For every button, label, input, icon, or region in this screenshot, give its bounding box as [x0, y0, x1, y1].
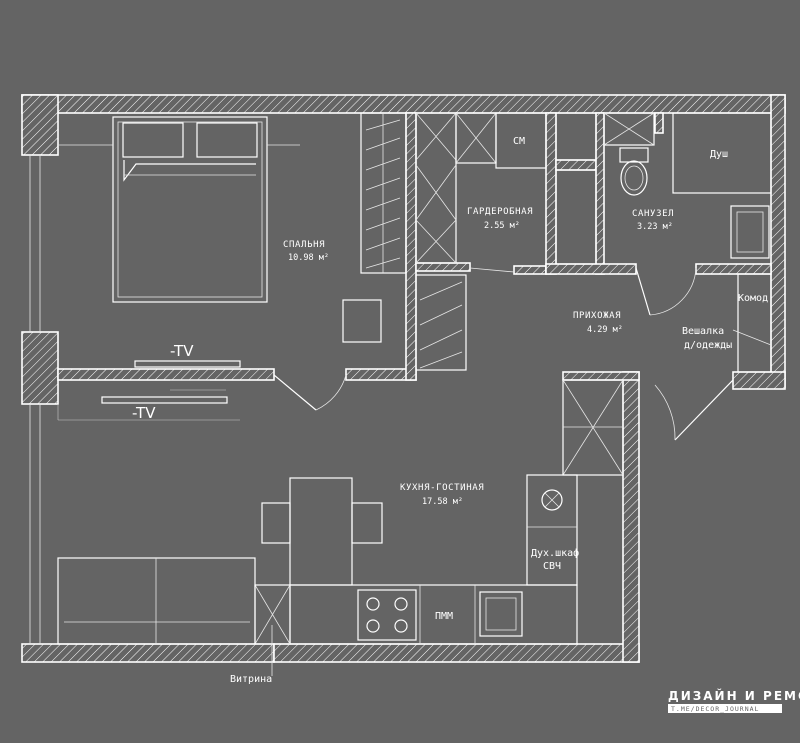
hallway — [654, 273, 772, 441]
brand-name: ДИЗАЙН И РЕМОНТ — [668, 688, 800, 703]
hallway-area: 4.29 м² — [587, 325, 623, 335]
outer-walls — [21, 94, 786, 663]
tv-bedroom-label: -TV — [170, 342, 194, 360]
bedroom — [58, 112, 407, 411]
bathroom — [555, 112, 772, 316]
wardrobe-room — [415, 112, 547, 371]
room-labels: СПАЛЬНЯ 10.98 м² ГАРДЕРОБНАЯ 2.55 м² САН… — [283, 207, 674, 507]
kitchen-area: 17.58 м² — [422, 497, 463, 507]
brand-handle: T.ME/DECOR_JOURNAL — [671, 705, 759, 713]
fixture-labels: СМ Душ Комод Вешалка д/одежды -TV -TV Ду… — [132, 136, 768, 685]
oven-label-2: СВЧ — [543, 561, 561, 572]
bedroom-name: СПАЛЬНЯ — [283, 240, 325, 250]
dresser-label: Комод — [738, 293, 768, 304]
interior-walls — [57, 112, 772, 381]
wardrobe-area: 2.55 м² — [484, 221, 520, 231]
wardrobe-name: ГАРДЕРОБНАЯ — [467, 207, 533, 217]
kitchen-living — [57, 379, 624, 645]
shower-label: Душ — [710, 149, 728, 160]
dishwasher-label: ПММ — [435, 611, 453, 622]
bedroom-area: 10.98 м² — [288, 253, 329, 263]
hanger-label-1: Вешалка — [682, 326, 724, 337]
showcase-label: Витрина — [230, 674, 272, 685]
oven-label-1: Дух.шкаф — [531, 547, 579, 559]
bathroom-name: САНУЗЕЛ — [632, 209, 674, 219]
bathroom-area: 3.23 м² — [637, 222, 673, 232]
hallway-name: ПРИХОЖАЯ — [573, 311, 621, 321]
tv-living-label: -TV — [132, 404, 156, 422]
kitchen-name: КУХНЯ-ГОСТИНАЯ — [400, 483, 484, 493]
washer-label: СМ — [513, 136, 525, 147]
brand-logo: ДИЗАЙН И РЕМОНТ T.ME/DECOR_JOURNAL — [668, 688, 800, 713]
hanger-label-2: д/одежды — [684, 340, 732, 351]
window-left — [29, 155, 41, 644]
